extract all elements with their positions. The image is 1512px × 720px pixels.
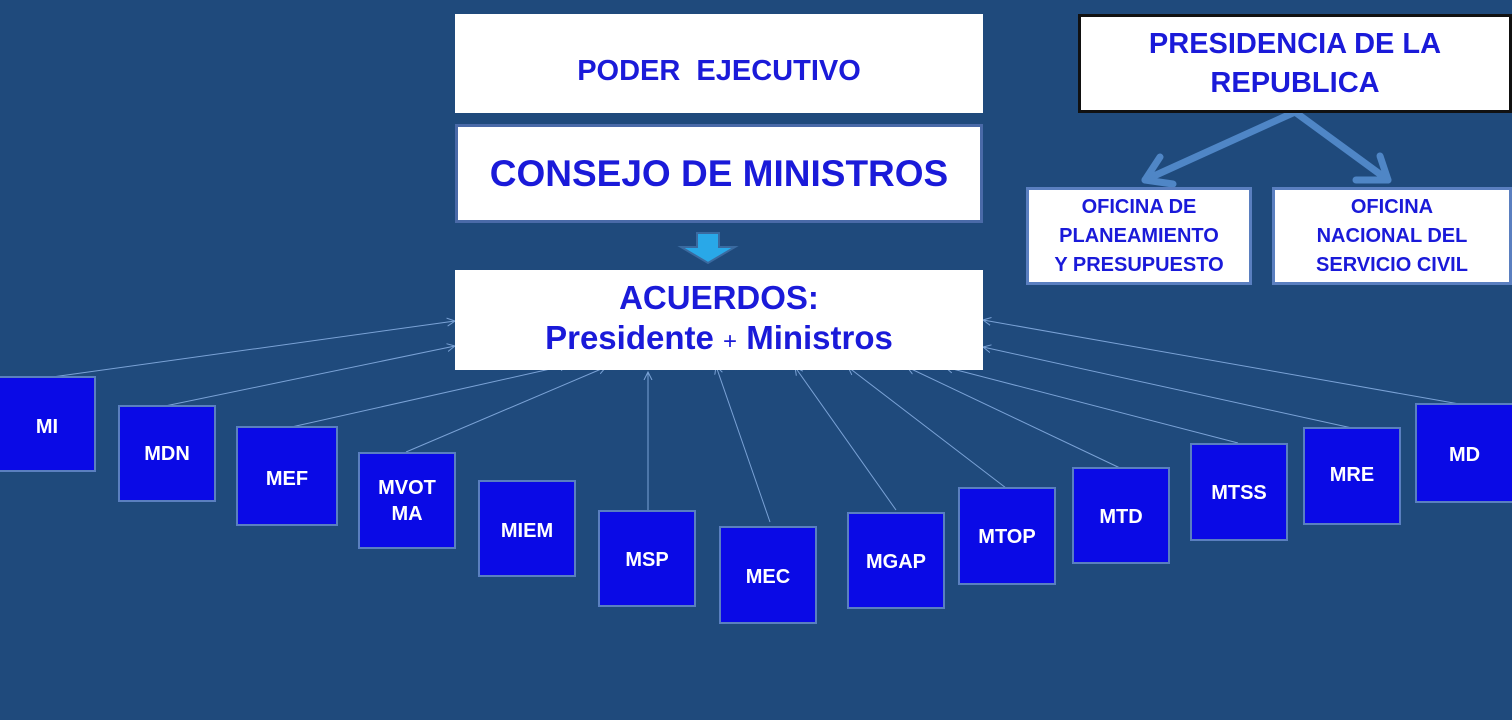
- office-line: OFICINA: [1350, 195, 1434, 218]
- poder-ejecutivo-label: PODER EJECUTIVO: [577, 55, 861, 87]
- ministry-label: MIEM: [500, 520, 554, 542]
- connector-mtop: [848, 367, 1007, 489]
- connector-md: [983, 320, 1466, 406]
- ministry-label: MTSS: [1211, 482, 1267, 504]
- connector-mtss: [945, 367, 1239, 444]
- acuerdos-box: ACUERDOS: Presidente + Ministros: [455, 270, 983, 370]
- down-arrow-icon: [677, 232, 739, 265]
- ministry-mi: MI: [0, 376, 96, 472]
- connector-mec: [716, 366, 771, 523]
- office-line: OFICINA DE: [1081, 195, 1197, 218]
- ministry-label: MEF: [265, 468, 309, 490]
- ministry-mtd: MTD: [1072, 467, 1170, 564]
- ministry-label: MRE: [1329, 464, 1375, 486]
- consejo-de-ministros-box: CONSEJO DE MINISTROS: [455, 124, 983, 223]
- poder-ejecutivo-box: PODER EJECUTIVO: [455, 14, 983, 113]
- ministry-label: MSP: [625, 549, 669, 571]
- acuerdos-subtitle: Presidente + Ministros: [545, 318, 893, 362]
- oficina-servicio-civil-box: OFICINA NACIONAL DEL SERVICIO CIVIL: [1272, 187, 1512, 285]
- connector-mef: [286, 365, 568, 429]
- ministry-mec: MEC: [719, 526, 817, 624]
- connector-mtd: [907, 367, 1121, 469]
- ministry-mvotma: MVOT MA: [358, 452, 456, 549]
- branch-arrows: [1141, 108, 1392, 188]
- ministry-mtss: MTSS: [1190, 443, 1288, 541]
- connector-mgap: [795, 367, 897, 511]
- acuerdos-ministers: Ministros: [746, 319, 893, 356]
- ministry-label: MD: [1448, 444, 1481, 466]
- ministry-mtop: MTOP: [958, 487, 1056, 585]
- presidencia-line2: REPUBLICA: [1210, 66, 1380, 99]
- office-line: PLANEAMIENTO: [1059, 224, 1219, 247]
- ministry-label: MTOP: [978, 526, 1036, 548]
- ministry-md: MD: [1415, 403, 1512, 503]
- consejo-de-ministros-label: CONSEJO DE MINISTROS: [489, 152, 949, 194]
- ministry-mdn: MDN: [118, 405, 216, 502]
- ministry-label-line2: MA: [391, 502, 423, 525]
- acuerdos-title: ACUERDOS:: [619, 279, 819, 316]
- presidencia-box: PRESIDENCIA DE LA REPUBLICA: [1078, 14, 1512, 113]
- ministry-label: MDN: [144, 442, 190, 465]
- ministry-label-line1: MVOT: [378, 476, 436, 499]
- presidencia-line1: PRESIDENCIA DE LA: [1148, 27, 1442, 60]
- ministry-label: MEC: [745, 566, 791, 588]
- ministry-mef: MEF: [236, 426, 338, 526]
- ministry-label: MTD: [1099, 506, 1143, 528]
- connector-mre: [983, 347, 1353, 429]
- ministry-label: MI: [35, 416, 59, 438]
- ministry-msp: MSP: [598, 510, 696, 607]
- ministry-mgap: MGAP: [847, 512, 945, 609]
- connector-mdn: [164, 346, 455, 407]
- office-line: SERVICIO CIVIL: [1316, 253, 1468, 276]
- office-line: Y PRESUPUESTO: [1054, 253, 1224, 276]
- acuerdos-president: Presidente: [545, 319, 714, 356]
- ministry-miem: MIEM: [478, 480, 576, 577]
- ministry-mre: MRE: [1303, 427, 1401, 525]
- connector-mvotma: [405, 367, 606, 453]
- acuerdos-plus: +: [723, 328, 738, 355]
- oficina-planeamiento-box: OFICINA DE PLANEAMIENTO Y PRESUPUESTO: [1026, 187, 1252, 285]
- ministry-label: MGAP: [866, 551, 926, 573]
- connector-mi: [44, 321, 455, 379]
- office-line: NACIONAL DEL: [1316, 224, 1468, 247]
